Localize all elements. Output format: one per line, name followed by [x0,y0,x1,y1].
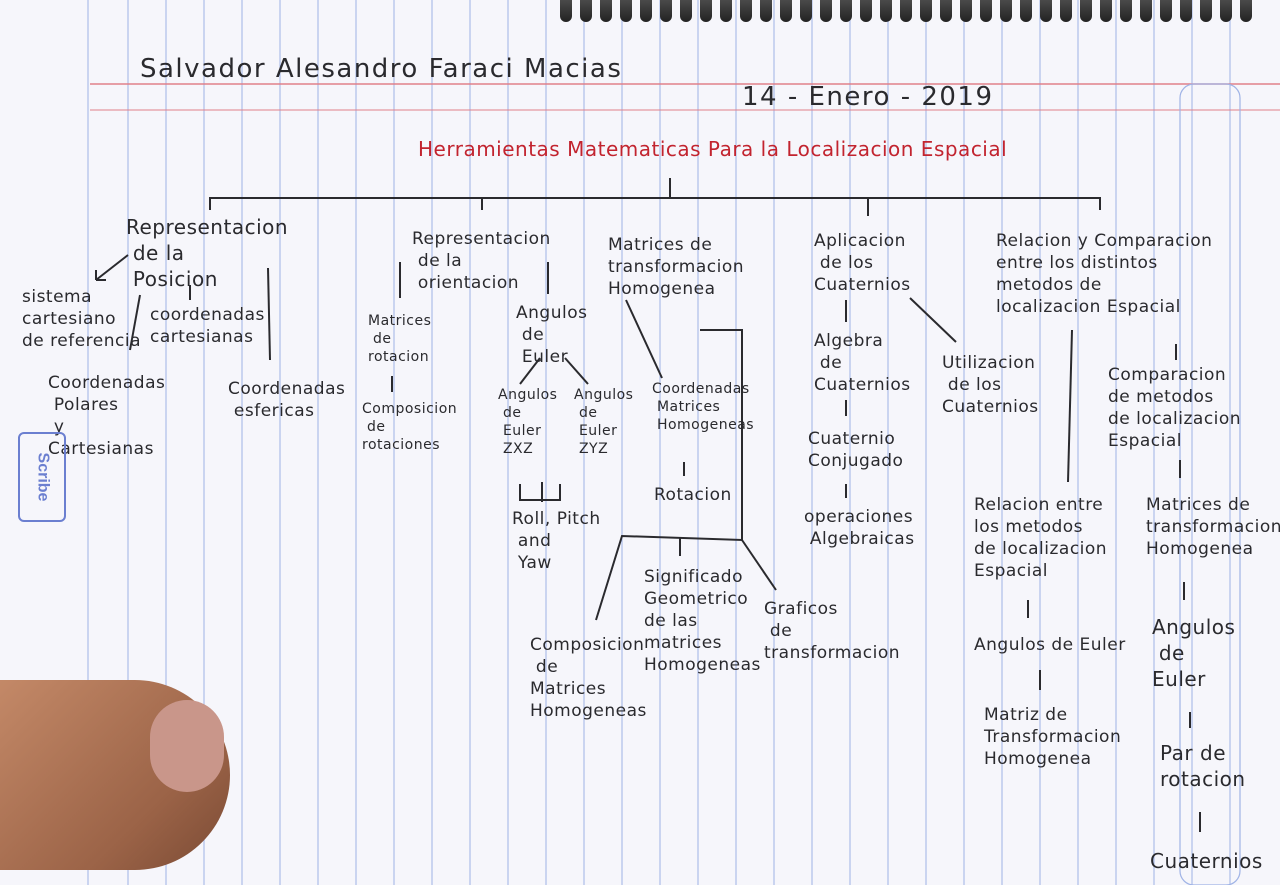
node-composicion-rotaciones: Composicion de rotaciones [362,401,458,453]
node-comparacion-metodos: Comparacion de metodos de localizacion E… [1108,365,1242,451]
arrow-util [909,297,957,343]
node-algebra-cuaternios: Algebra de Cuaternios [814,331,911,395]
node-operaciones-algebraicas: operaciones Algebraicas [804,507,915,549]
node-euler-zxz: Angulos de Euler ZXZ [498,387,558,457]
page-title: Herramientas Matematicas Para la Localiz… [418,137,1008,161]
node-rotacion: Rotacion [654,485,732,505]
arrow-graf [741,539,777,591]
node-matriz-transformacion-r: Matriz de Transformacion Homogenea [984,705,1122,769]
top-bracket [209,197,1101,210]
arrow-angulos-l [519,357,541,385]
node-relacion-metodos: Relacion entre los metodos de localizaci… [974,495,1108,581]
arrow-rel-left [1067,329,1073,483]
node-representacion-posicion: Representacion de la Posicion [126,215,289,291]
node-euler-zyz: Angulos de Euler ZYZ [574,387,634,457]
node-coordenadas-matrices: Coordenadas Matrices Homogeneas [652,381,755,433]
arrow-pos-down [129,294,141,351]
euler-join [519,484,561,501]
node-angulos-euler-r: Angulos de Euler [974,635,1126,655]
node-representacion-orientacion: Representacion de la orientacion [412,229,551,293]
node-graficos-transformacion: Graficos de transformacion [764,599,901,663]
arrow-pos-right [267,267,271,361]
node-aplicacion-cuaternios: Aplicacion de los Cuaternios [814,231,911,295]
orient-bracket [399,262,549,298]
node-coordenadas-esfericas: Coordenadas esfericas [228,379,346,421]
node-matrices-rotacion: Matrices de rotacion [368,313,432,365]
node-angulos-euler-r2: Angulos de Euler [1152,615,1236,691]
date: 14 - Enero - 2019 [742,82,994,112]
scribe-stamp: Scribe [18,432,66,522]
node-coordenadas-polares: Coordenadas Polares y Cartesianas [48,373,166,459]
arrow-mat-coord [625,299,663,379]
spiral-binding [560,0,1252,22]
node-cuaternios-final: Cuaternios [1150,849,1263,873]
node-roll-pitch-yaw: Roll, Pitch and Yaw [512,509,601,573]
node-par-rotacion: Par de rotacion [1160,741,1246,791]
arrow-angulos-r [564,357,589,385]
node-coordenadas-cartesianas: coordenadas cartesianas [150,305,265,347]
node-utilizacion-cuaternios: Utilizacion de los Cuaternios [942,353,1039,417]
node-relacion-comparacion: Relacion y Comparacion entre los distint… [996,231,1213,317]
node-cuaternio-conjugado: Cuaternio Conjugado [808,429,904,471]
node-sistema-cartesiano: sistema cartesiano de referencia [22,287,142,351]
node-matrices-transformacion: Matrices de transformacion Homogenea [608,235,745,299]
scribe-stamp-text: Scribe [34,452,52,502]
node-composicion-matrices: Composicion de Matrices Homogeneas [530,635,647,721]
thumbnail-nail [150,700,224,792]
node-angulos-euler: Angulos de Euler [516,303,588,367]
node-significado-geometrico: Significado Geometrico de las matrices H… [644,567,761,675]
node-matrices-transformacion-r: Matrices de transformacion Homogenea [1146,495,1280,559]
arrow-pos-left [95,254,129,281]
author-name: Salvador Alesandro Faraci Macias [140,54,623,84]
